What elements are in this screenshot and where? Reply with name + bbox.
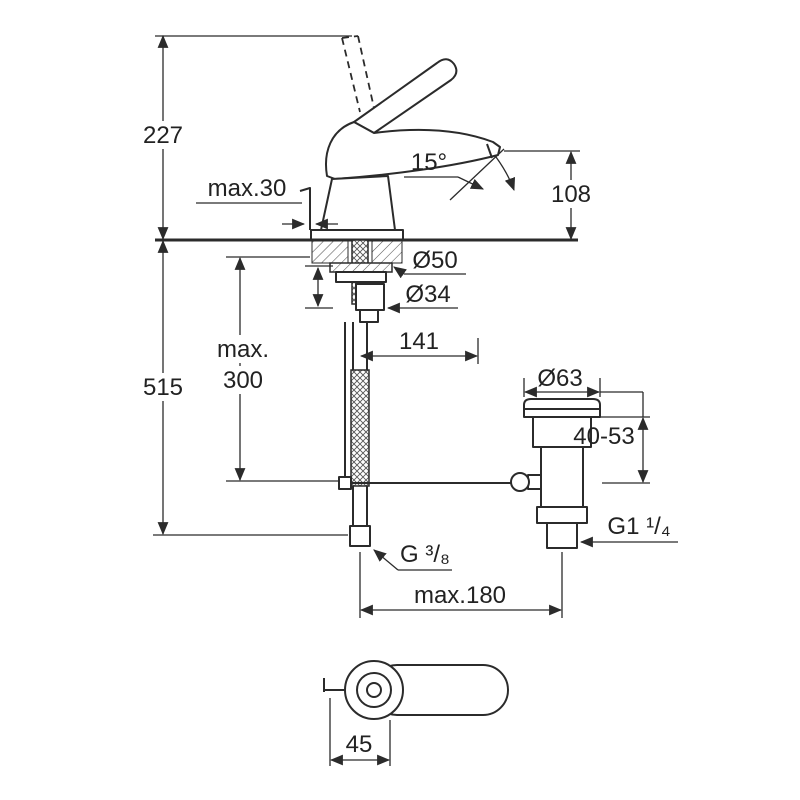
aerator-tick	[486, 143, 493, 159]
dimensions: 227 max.30 15° 108 Ø50 Ø34 141 max. 300 …	[138, 34, 678, 766]
mounting-washer	[329, 262, 393, 273]
dim-o34-label: Ø34	[405, 281, 450, 308]
dim-g114-label: G1 ¹/₄	[607, 513, 670, 540]
dim-4053-label: 40-53	[573, 423, 634, 450]
fitting-outlet	[359, 309, 379, 323]
label-background	[138, 121, 190, 149]
pop-up-drain	[510, 398, 601, 549]
rod-knob	[510, 472, 530, 492]
raised-lever-dashed-line	[341, 37, 361, 113]
handle-base-outer-circle	[344, 660, 404, 720]
dim-141-label: 141	[399, 328, 439, 355]
dim-108-label: 108	[551, 181, 591, 208]
dim-g38-label: G ³/₈	[400, 541, 450, 568]
raised-lever-dashed-line	[357, 35, 375, 109]
dim-max300-label-line2: 300	[223, 367, 263, 394]
rod-coupler	[338, 476, 352, 490]
mounting-hardware	[305, 239, 393, 323]
label-background	[545, 180, 597, 208]
dim-o50-label: Ø50	[412, 247, 457, 274]
counter-slab-right	[371, 240, 403, 264]
dim-45-label: 45	[346, 731, 373, 758]
dim-max180-label: max.180	[414, 582, 506, 609]
angle-reference-line	[449, 148, 505, 201]
dim-15deg-label: 15°	[411, 149, 447, 176]
dim-max30-label: max.30	[208, 175, 287, 202]
water-stream-arrow	[495, 156, 516, 192]
label-background	[210, 335, 276, 363]
dim-227-label: 227	[143, 122, 183, 149]
dim-o50-leader	[393, 266, 407, 279]
faucet-body-spout	[325, 121, 501, 180]
label-background	[214, 366, 272, 394]
handle-top-view	[323, 660, 509, 720]
pop-up-pull-rod	[299, 187, 311, 230]
faucet-base	[320, 175, 396, 231]
countertop	[155, 238, 578, 264]
braided-hose-section	[350, 369, 370, 487]
waste-pipe	[546, 522, 578, 549]
counter-slab-left	[311, 240, 349, 264]
dim-max300-label-line1: max.	[217, 336, 269, 363]
connection-fitting	[355, 283, 385, 311]
label-background	[138, 373, 190, 401]
raised-lever-dashed-cap	[341, 35, 359, 39]
waste-tailpiece	[540, 446, 584, 508]
faucet-side-view	[299, 35, 516, 241]
hose-connector	[349, 525, 371, 547]
lever-handle	[353, 58, 458, 134]
handle-base-mid-circle	[356, 672, 392, 708]
dim-515-label: 515	[143, 374, 183, 401]
dim-15deg-leader	[457, 176, 484, 190]
coupling-nut	[536, 506, 588, 524]
dim-g38-leader	[373, 549, 399, 571]
pop-up-linkage	[338, 322, 512, 490]
dim-o63-label: Ø63	[537, 365, 582, 392]
handle-base-inner-circle	[366, 682, 382, 698]
mounting-nut	[335, 271, 387, 283]
